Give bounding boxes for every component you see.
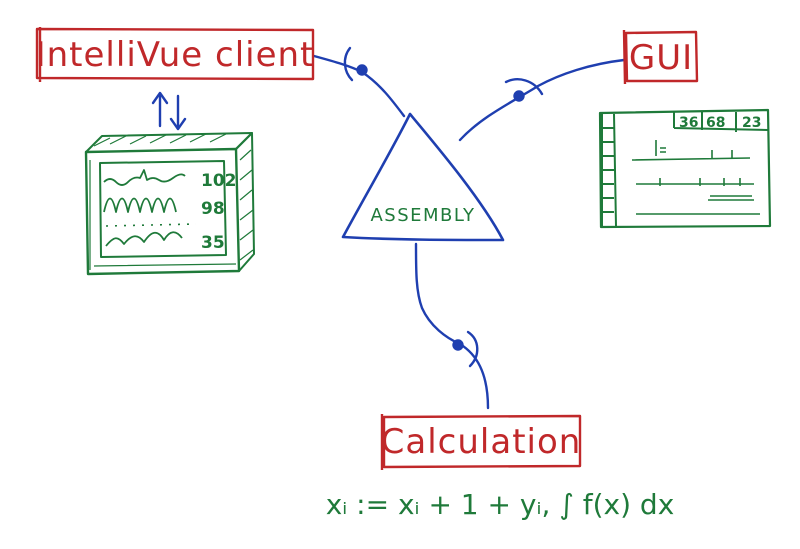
assembly-label: ASSEMBLY bbox=[370, 205, 475, 226]
intellivue-client-node[interactable]: IntelliVue client bbox=[36, 27, 315, 82]
monitor-value-3: 35 bbox=[201, 233, 225, 253]
socket-cup-gui bbox=[504, 78, 544, 96]
intellivue-client-box bbox=[35, 27, 315, 82]
assembly-triangle[interactable] bbox=[341, 112, 505, 242]
gui-value-1: 36 bbox=[679, 115, 698, 131]
socket-cup-calc bbox=[466, 330, 479, 368]
gui-node[interactable]: GUI bbox=[622, 29, 699, 85]
monitor-waveform-3 bbox=[105, 231, 183, 247]
gui-frame bbox=[598, 108, 772, 229]
monitor-value-1: 102 bbox=[201, 171, 237, 191]
monitor-waveform-dotted bbox=[105, 223, 197, 227]
connector-client-assembly bbox=[312, 54, 406, 118]
bidirectional-arrows-icon bbox=[151, 91, 187, 131]
monitor-screen bbox=[99, 160, 227, 258]
calculation-node[interactable]: Calculation bbox=[381, 414, 582, 470]
monitor-side-face bbox=[235, 132, 255, 272]
socket-ball-gui bbox=[513, 90, 525, 102]
gui-box bbox=[622, 29, 699, 85]
calculation-label: Calculation bbox=[381, 422, 582, 462]
gui-left-column bbox=[601, 113, 617, 227]
gui-value-3: 23 bbox=[742, 115, 761, 131]
patient-monitor: 102 98 35 bbox=[84, 132, 255, 276]
connector-gui-assembly bbox=[458, 58, 626, 142]
socket-ball-calc bbox=[452, 339, 464, 351]
calculation-formula: xᵢ := xᵢ + 1 + yᵢ, ∫ f(x) dx bbox=[326, 488, 675, 521]
monitor-value-2: 98 bbox=[201, 199, 225, 219]
socket-ball-client bbox=[356, 64, 368, 76]
gui-header-boxes bbox=[673, 112, 769, 132]
monitor-waveform-2 bbox=[103, 197, 177, 213]
gui-rows bbox=[631, 140, 760, 215]
gui-value-2: 68 bbox=[706, 115, 725, 131]
connector-assembly-calculation bbox=[414, 242, 490, 410]
monitor-waveform-1 bbox=[103, 169, 186, 186]
socket-cup-client bbox=[343, 46, 354, 82]
intellivue-client-label: IntelliVue client bbox=[36, 35, 315, 75]
gui-label: GUI bbox=[629, 38, 693, 78]
calculation-box bbox=[380, 414, 582, 470]
gui-screen-sketch: 36 68 23 bbox=[598, 108, 772, 229]
monitor-hatching bbox=[89, 133, 254, 270]
